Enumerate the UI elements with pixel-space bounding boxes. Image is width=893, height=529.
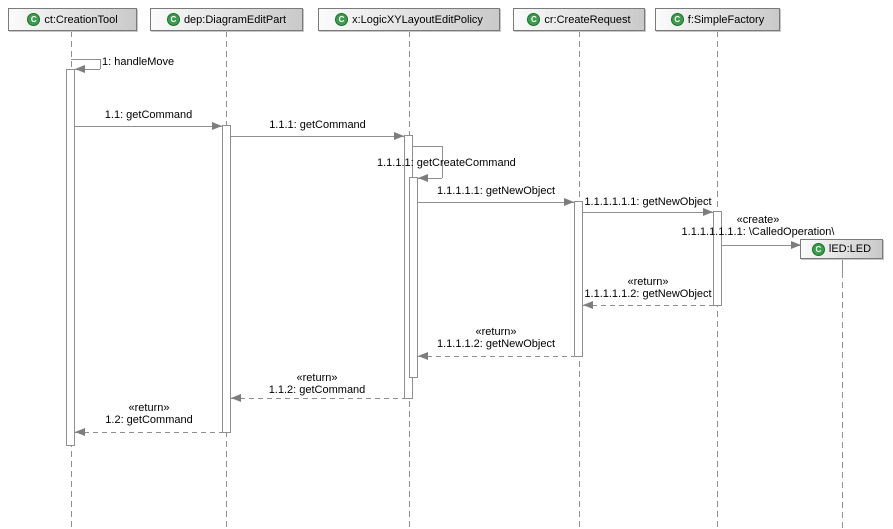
participant-label: cr:CreateRequest (544, 13, 631, 26)
class-icon: C (335, 13, 349, 26)
activation-x-inner[interactable] (409, 177, 418, 378)
message-text: 1.1.1.1.1.1: getNewObject (584, 196, 712, 208)
message-1-1-1-1-1-getnewobject[interactable]: 1.1.1.1.1: getNewObject (418, 185, 574, 197)
message-1-1-1-getcommand[interactable]: 1.1.1: getCommand (231, 119, 404, 131)
participant-label: f:SimpleFactory (687, 13, 765, 26)
message-stereotype: «return» (128, 402, 170, 414)
message-text: 1.1.1.1.1: getNewObject (436, 185, 555, 197)
participant-x-logicxylayouteditpolicy[interactable]: C x:LogicXYLayoutEditPolicy (318, 8, 500, 31)
message-stereotype: «create» (736, 214, 780, 226)
activation-ct[interactable] (66, 69, 75, 446)
message-line (722, 245, 801, 246)
lifeline-led (842, 272, 843, 529)
message-arrowhead (231, 394, 241, 402)
message-arrowhead (75, 428, 85, 436)
message-1-handlemove[interactable]: 1: handleMove (102, 56, 174, 68)
class-icon: C (527, 13, 541, 26)
message-text: 1.1.1.1.1.2: getNewObject (584, 288, 712, 300)
message-1-1-1-1-getcreatecommand[interactable]: 1.1.1.1: getCreateCommand (377, 157, 516, 169)
participant-label: x:LogicXYLayoutEditPolicy (352, 13, 483, 26)
class-icon: C (27, 13, 41, 26)
message-line (418, 356, 574, 357)
message-arrowhead (394, 132, 404, 140)
message-arrowhead (418, 174, 428, 182)
message-line (75, 432, 222, 433)
participant-led-led[interactable]: C lED:LED (800, 239, 883, 259)
message-line (71, 59, 100, 60)
message-arrowhead (703, 208, 713, 216)
message-create-calledoperation[interactable]: «create» 1.1.1.1.1.1.1: \CalledOperation… (660, 214, 856, 238)
activation-cr[interactable] (574, 201, 583, 357)
message-line (231, 398, 404, 399)
message-stereotype: «return» (627, 276, 669, 288)
message-text: 1.2: getCommand (105, 414, 193, 426)
message-arrowhead (583, 301, 593, 309)
activation-dep[interactable] (222, 125, 231, 433)
message-line (583, 212, 713, 213)
message-arrowhead (418, 352, 428, 360)
message-1-1-1-1-1-1-getnewobject[interactable]: 1.1.1.1.1.1: getNewObject (565, 196, 731, 208)
participant-label: dep:DiagramEditPart (183, 13, 287, 26)
message-line (413, 146, 442, 147)
message-arrowhead (791, 241, 801, 249)
participant-dep-diagrameditpart[interactable]: C dep:DiagramEditPart (150, 8, 303, 31)
class-icon: C (166, 13, 180, 26)
message-text: 1: handleMove (102, 56, 175, 68)
message-line (75, 126, 222, 127)
message-text: 1.1.1.1.2: getNewObject (436, 338, 555, 350)
class-icon: C (670, 13, 684, 26)
message-line (583, 305, 713, 306)
message-text: 1.1.1.1: getCreateCommand (377, 157, 516, 169)
message-stereotype: «return» (296, 372, 338, 384)
message-line (75, 69, 100, 70)
message-line (418, 202, 574, 203)
participant-label: ct:CreationTool (44, 13, 118, 26)
message-1-1-getcommand[interactable]: 1.1: getCommand (75, 109, 222, 121)
activation-f[interactable] (713, 211, 722, 306)
class-icon: C (811, 242, 825, 256)
participant-cr-createrequest[interactable]: C cr:CreateRequest (513, 8, 645, 31)
participant-label: lED:LED (828, 243, 872, 255)
message-arrowhead (75, 65, 85, 73)
message-arrowhead (212, 122, 222, 130)
message-return-1-1-1-1-2-getnewobject[interactable]: «return» 1.1.1.1.2: getNewObject (413, 326, 579, 350)
message-text: 1.1.2: getCommand (268, 384, 366, 396)
participant-f-simplefactory[interactable]: C f:SimpleFactory (655, 8, 780, 31)
participant-ct-creationtool[interactable]: C ct:CreationTool (8, 8, 137, 31)
message-line (418, 178, 442, 179)
message-line (442, 146, 443, 178)
message-arrowhead (564, 198, 574, 206)
message-stereotype: «return» (475, 326, 517, 338)
lifeline-led-stub (842, 259, 843, 272)
message-text: 1.1.1: getCommand (269, 119, 366, 131)
message-return-1-1-2-getcommand[interactable]: «return» 1.1.2: getCommand (232, 372, 402, 396)
message-text: 1.1: getCommand (104, 109, 193, 121)
message-line (100, 59, 101, 69)
message-text: 1.1.1.1.1.1.1: \CalledOperation\ (681, 226, 835, 238)
message-line (231, 136, 404, 137)
message-return-1-1-1-1-1-2-getnewobject[interactable]: «return» 1.1.1.1.1.2: getNewObject (565, 276, 731, 300)
message-return-1-2-getcommand[interactable]: «return» 1.2: getCommand (64, 402, 234, 426)
